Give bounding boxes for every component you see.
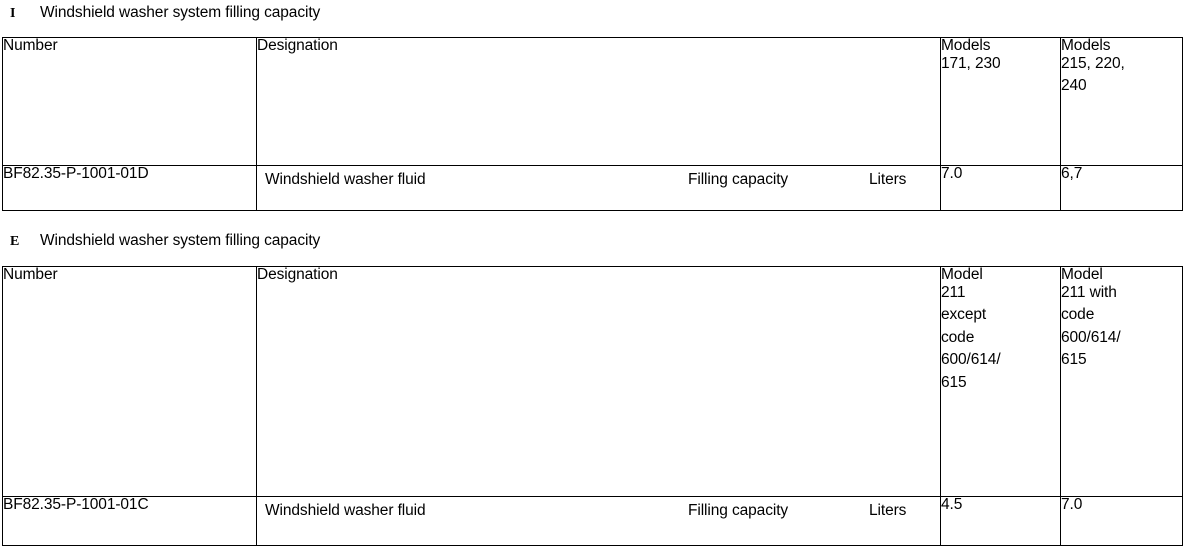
cell-value-model-except: 4.5 [940,496,1061,546]
cell-part-number: BF82.35-P-1001-01C [2,496,257,546]
cell-value-model-with-code: 7.0 [1060,496,1183,546]
header-cell-model-with-code: Model 211 with code 600/614/ 615 [1060,266,1183,497]
header-cell-number: Number [2,266,257,497]
cell-designation-name: Windshield washer fluid [265,171,426,188]
table-row: BF82.35-P-1001-01C Windshield washer flu… [2,496,1183,546]
header-model-except-line-3: except [941,306,987,323]
table-header-row: Number Designation Model 211 except code… [2,266,1183,497]
header-models-2-line-3: 240 [1061,77,1087,94]
header-model-except-line-1: Model [941,266,983,283]
header-cell-designation: Designation [256,266,941,497]
header-cell-models-2: Models 215, 220, 240 [1060,37,1183,166]
header-model-with-line-1: Model [1061,266,1103,283]
header-models-1-line-1: Models [941,37,991,54]
section-title-i: Windshield washer system filling capacit… [40,4,321,21]
cell-designation-name: Windshield washer fluid [265,502,426,519]
header-cell-number: Number [2,37,257,166]
filling-capacity-table-e: Number Designation Model 211 except code… [2,266,1183,546]
header-model-with-line-3: code [1061,306,1095,323]
section-caption-i: I Windshield washer system filling capac… [0,4,320,22]
header-models-1-line-2: 171, 230 [941,54,1001,72]
cell-property-label: Filling capacity [688,171,789,188]
cell-designation: Windshield washer fluid Filling capacity… [256,165,941,211]
header-model-except-line-4: code [941,328,975,346]
cell-property-label: Filling capacity [688,502,789,519]
cell-designation: Windshield washer fluid Filling capacity… [256,496,941,546]
header-model-with-line-2: 211 with [1061,283,1117,301]
cell-unit-label: Liters [869,502,907,519]
header-model-except-line-5: 600/614/ [941,351,1001,368]
header-model-except-line-2: 211 [941,283,966,301]
cell-value-models-1: 7.0 [940,165,1061,211]
header-model-except-line-6: 615 [941,373,967,391]
section-label-i: I [10,6,16,21]
section-title-e: Windshield washer system filling capacit… [40,232,321,249]
table-header-row: Number Designation Models 171, 230 Model… [2,37,1183,166]
section-caption-e: E Windshield washer system filling capac… [0,232,320,250]
header-cell-model-except: Model 211 except code 600/614/ 615 [940,266,1061,497]
filling-capacity-table-i: Number Designation Models 171, 230 Model… [2,37,1183,211]
cell-value-models-2: 6,7 [1060,165,1183,211]
cell-part-number: BF82.35-P-1001-01D [2,165,257,211]
header-model-with-line-4: 600/614/ [1061,328,1121,346]
cell-unit-label: Liters [869,171,907,188]
table-row: BF82.35-P-1001-01D Windshield washer flu… [2,165,1183,211]
header-cell-designation: Designation [256,37,941,166]
section-label-e: E [10,234,20,249]
header-models-2-line-1: Models [1061,37,1111,54]
header-cell-models-1: Models 171, 230 [940,37,1061,166]
header-model-with-line-5: 615 [1061,351,1087,368]
header-models-2-line-2: 215, 220, [1061,54,1125,72]
